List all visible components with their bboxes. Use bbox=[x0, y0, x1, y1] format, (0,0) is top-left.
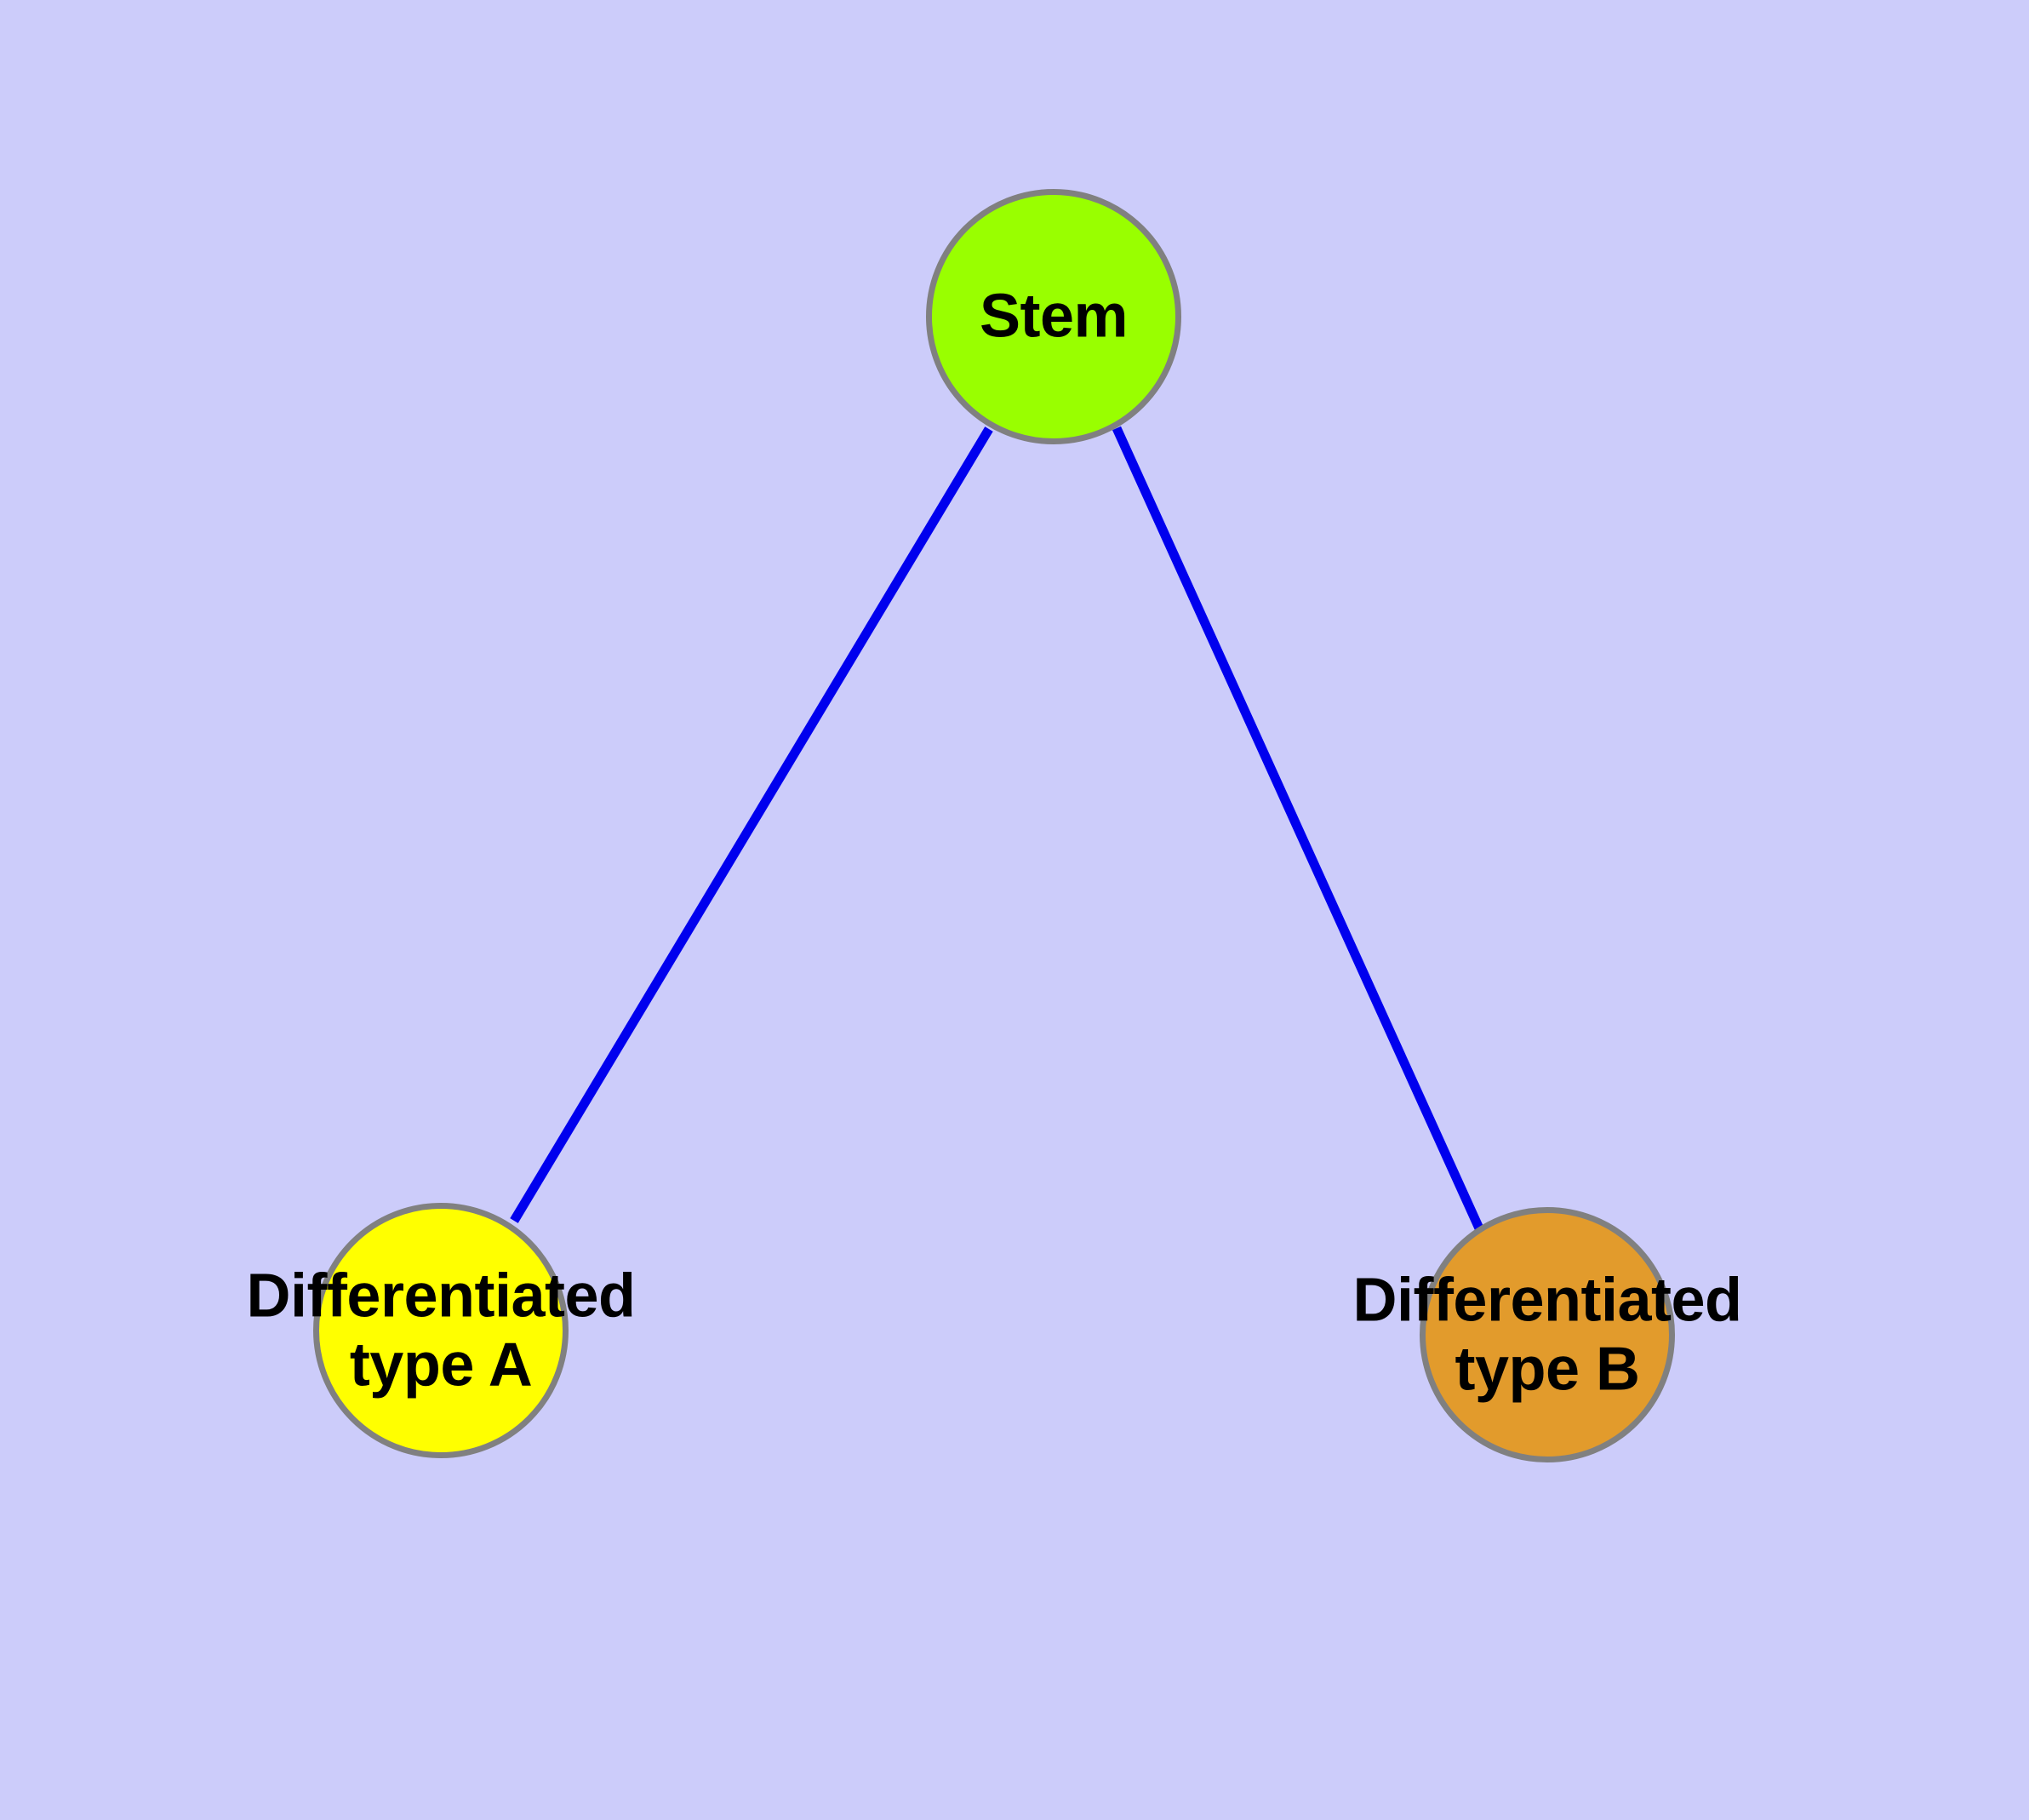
node-differentiated-type-b[interactable]: Differentiated type B bbox=[1352, 1207, 1742, 1462]
node-differentiated-type-a[interactable]: Differentiated type A bbox=[246, 1203, 636, 1458]
node-differentiated-type-a-circle bbox=[313, 1203, 569, 1458]
node-differentiated-type-b-label: Differentiated type B bbox=[1352, 1266, 1742, 1403]
edge-stem-to-diff-b bbox=[1112, 426, 1484, 1231]
node-differentiated-type-b-circle bbox=[1420, 1207, 1675, 1462]
node-stem-circle bbox=[926, 189, 1181, 444]
node-differentiated-type-a-label: Differentiated type A bbox=[246, 1262, 636, 1399]
node-stem[interactable]: Stem bbox=[926, 189, 1181, 444]
edge-stem-to-diff-a bbox=[510, 426, 993, 1223]
node-stem-label: Stem bbox=[979, 282, 1129, 351]
